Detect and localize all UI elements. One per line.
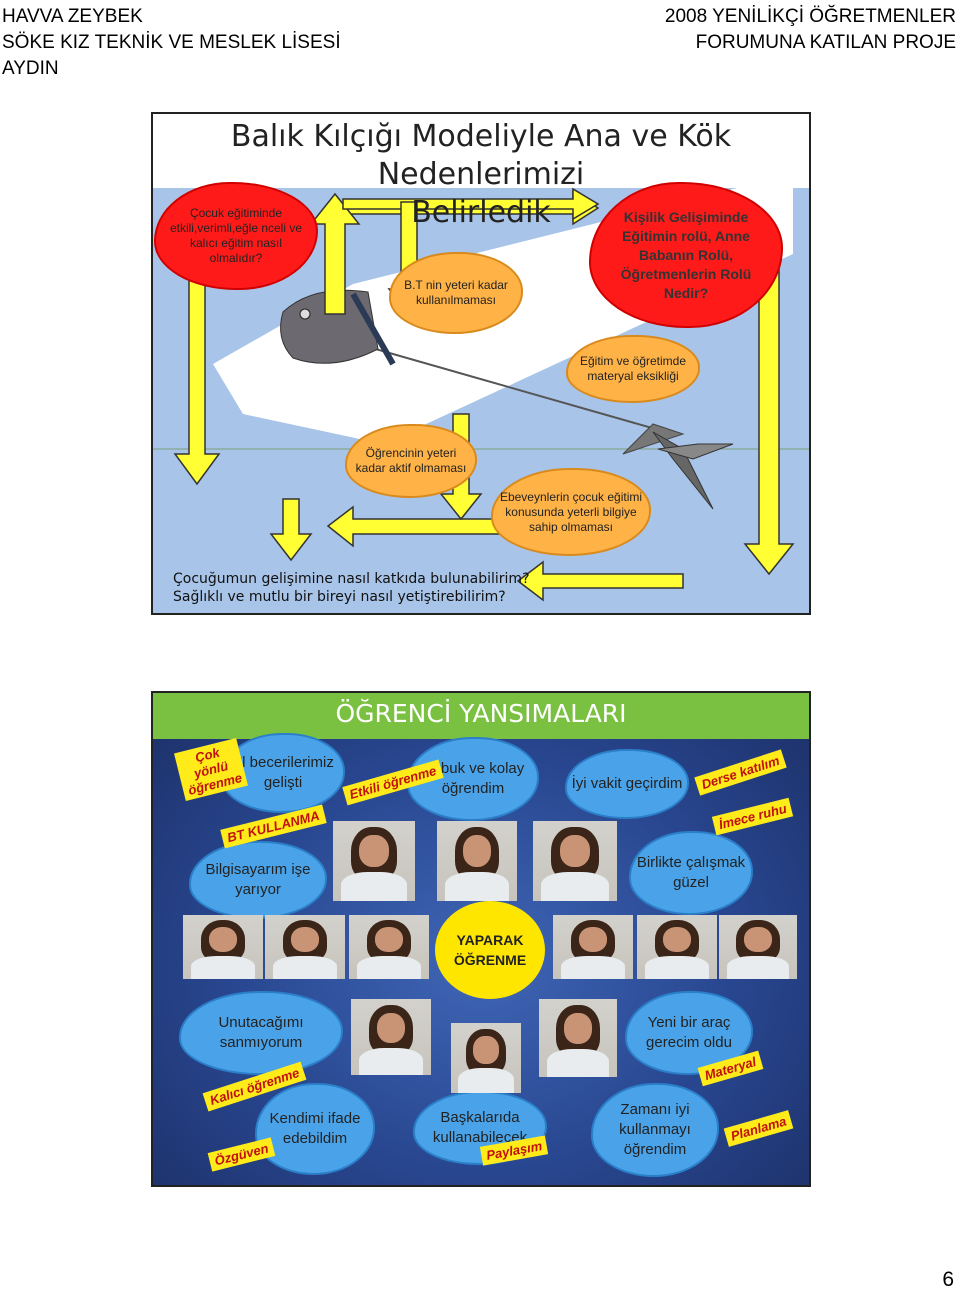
student-photo — [553, 915, 633, 979]
cloud-ebeveyn: Ebeveynlerin çocuk eğitimi konusunda yet… — [493, 470, 649, 554]
event-line-1: 2008 YENİLİKÇİ ÖĞRETMENLER — [664, 6, 956, 27]
arrow-top-horizontal — [342, 187, 600, 221]
title-line-1: Balık Kılçığı Modeliyle Ana ve Kök Neden… — [230, 119, 732, 192]
title-line-2: Belirledik — [411, 195, 551, 230]
cloud-cabuk-text: Çabuk ve kolay öğrendim — [421, 760, 525, 797]
question-1: Çocuğumun gelişimine nasıl katkıda bulun… — [173, 571, 530, 587]
cloud-iyi-vakit-text: İyi vakit geçirdim — [571, 775, 683, 792]
cloud-top-left: Çocuk eğitiminde etkili,verimli,eğle nce… — [156, 184, 316, 288]
cloud-top-right-text: Kişilik Gelişiminde Eğitimin rolü, Anne … — [620, 208, 752, 301]
tag-ozguven: Özgüven — [207, 1137, 276, 1172]
cloud-zamani: Zamanı iyi kullanmayı öğrendim — [593, 1085, 717, 1175]
student-photo — [637, 915, 717, 979]
student-photo — [719, 915, 797, 979]
fish-head-icon — [280, 289, 396, 366]
arrow-left-bottom — [516, 560, 684, 602]
student-photo — [349, 915, 429, 979]
student-photo — [265, 915, 345, 979]
cloud-kendimi: Kendimi ifade edebildim — [257, 1085, 373, 1173]
page-number: 6 — [942, 1268, 954, 1291]
slide1-title: Balık Kılçığı Modeliyle Ana ve Kök Neden… — [153, 118, 809, 232]
header-right: 2008 YENİLİKÇİ ÖĞRETMENLER FORUMUNA KATI… — [665, 4, 956, 56]
tag-planlama: Planlama — [723, 1110, 794, 1147]
cloud-top-right: Kişilik Gelişiminde Eğitimin rolü, Anne … — [591, 184, 781, 326]
center-text: YAPARAK ÖĞRENME — [453, 932, 527, 968]
question-2: Sağlıklı ve mutlu bir bireyi nasıl yetiş… — [173, 589, 506, 605]
slide1-questions: Çocuğumun gelişimine nasıl katkıda bulun… — [173, 570, 530, 606]
student-photo — [351, 999, 431, 1075]
cloud-bt: B.T nin yeteri kadar kullanılmaması — [391, 254, 521, 332]
slide1-title-background — [153, 114, 809, 188]
student-photo — [539, 999, 617, 1077]
arrow-left-long — [173, 278, 221, 486]
center-oval: YAPARAK ÖĞRENME — [435, 901, 545, 999]
cloud-ogrenci-text: Öğrencinin yeteri kadar aktif olmaması — [355, 446, 467, 475]
cloud-el-text: El becerilerimiz gelişti — [232, 754, 334, 791]
slide2-title-bar — [153, 693, 809, 739]
cloud-bilgisayar-text: Bilgisayarım işe yarıyor — [205, 861, 311, 898]
cloud-birlikte-text: Birlikte çalışmak güzel — [636, 854, 746, 891]
student-photo — [183, 915, 263, 979]
cloud-kendimi-text: Kendimi ifade edebildim — [269, 1110, 361, 1147]
student-photo — [451, 1023, 521, 1093]
student-photo — [333, 821, 415, 901]
header-left: HAVVA ZEYBEK SÖKE KIZ TEKNİK VE MESLEK L… — [2, 4, 341, 82]
cloud-birlikte: Birlikte çalışmak güzel — [631, 833, 751, 913]
tag-bt: BT KULLANMA — [220, 804, 327, 849]
cloud-bt-text: B.T nin yeteri kadar kullanılmaması — [404, 278, 508, 307]
student-photo — [437, 821, 517, 901]
cloud-unutacagimi-text: Unutacağımı sanmıyorum — [218, 1014, 304, 1051]
cloud-iyi-vakit: İyi vakit geçirdim — [567, 751, 687, 817]
city-name: AYDIN — [2, 58, 59, 79]
student-photo — [533, 821, 617, 901]
cloud-materyal-text: Eğitim ve öğretimde materyal eksikliği — [579, 354, 687, 383]
tag-derse: Derse katılım — [694, 749, 787, 796]
cloud-ebeveyn-text: Ebeveynlerin çocuk eğitimi konusunda yet… — [499, 489, 643, 534]
cloud-zamani-text: Zamanı iyi kullanmayı öğrendim — [619, 1101, 691, 1158]
fish-tail-icon — [622, 423, 734, 510]
author-name: HAVVA ZEYBEK — [2, 6, 143, 27]
arrow-right-long — [743, 238, 795, 576]
cloud-yeni-arac-text: Yeni bir araç gerecim oldu — [646, 1014, 732, 1051]
cloud-ogrenci: Öğrencinin yeteri kadar aktif olmaması — [347, 426, 475, 496]
slide2-title: ÖĞRENCİ YANSIMALARI — [335, 699, 627, 728]
cloud-unutacagimi: Unutacağımı sanmıyorum — [181, 993, 341, 1073]
fishbone-slide: Balık Kılçığı Modeliyle Ana ve Kök Neden… — [151, 112, 811, 615]
fish-spine — [322, 333, 674, 435]
arrow-down-short — [269, 498, 313, 562]
cloud-materyal: Eğitim ve öğretimde materyal eksikliği — [568, 337, 698, 401]
event-line-2: FORUMUNA KATILAN PROJE — [695, 32, 956, 53]
cloud-bilgisayar: Bilgisayarım işe yarıyor — [191, 843, 325, 917]
cloud-top-left-text: Çocuk eğitiminde etkili,verimli,eğle nce… — [169, 206, 303, 265]
school-name: SÖKE KIZ TEKNİK VE MESLEK LİSESİ — [2, 32, 341, 53]
tag-imece: İmece ruhu — [711, 797, 794, 836]
reflections-slide: ÖĞRENCİ YANSIMALARI El becerilerimiz gel… — [151, 691, 811, 1187]
